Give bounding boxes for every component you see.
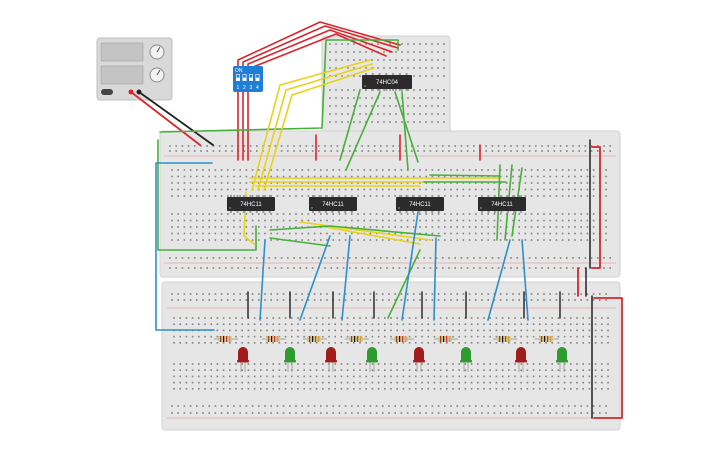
wire-green-b[interactable] bbox=[345, 91, 381, 171]
dip-number-2: 2 bbox=[243, 85, 246, 91]
wire-green-j[interactable] bbox=[269, 225, 331, 231]
breadboard-bottom[interactable] bbox=[161, 281, 621, 431]
wire-yellow-1[interactable] bbox=[251, 59, 371, 191]
resistor-5[interactable] bbox=[390, 336, 414, 342]
resistor-4[interactable] bbox=[345, 336, 369, 342]
wire-blue-4[interactable] bbox=[401, 211, 419, 321]
led-green-2[interactable] bbox=[284, 347, 296, 372]
ic-chip-1[interactable]: 74HC04 bbox=[362, 73, 412, 91]
wire-green-d[interactable] bbox=[401, 91, 409, 171]
dip-number-3: 3 bbox=[250, 85, 253, 91]
resistor-2[interactable] bbox=[262, 336, 286, 342]
led-red-5[interactable] bbox=[413, 347, 425, 372]
wire-blue-3[interactable] bbox=[341, 235, 351, 321]
ic-label: 74HC11 bbox=[409, 202, 431, 208]
ic-label: 74HC11 bbox=[491, 202, 513, 208]
ic-chip-2[interactable]: 74HC11 bbox=[227, 195, 275, 213]
led-green-6[interactable] bbox=[460, 347, 472, 372]
led-green-4[interactable] bbox=[366, 347, 378, 372]
wire-blue-2[interactable] bbox=[299, 235, 331, 321]
resistor-7[interactable] bbox=[493, 336, 517, 342]
resistor-3[interactable] bbox=[303, 336, 327, 342]
wire-black-psu[interactable] bbox=[138, 91, 214, 146]
led-red-7[interactable] bbox=[515, 347, 527, 372]
wire-blue-1[interactable] bbox=[259, 239, 266, 321]
wire-yellow-3[interactable] bbox=[263, 67, 375, 191]
wire-red-rail-bottom[interactable] bbox=[593, 297, 623, 419]
ic-label: 74HC04 bbox=[376, 80, 399, 86]
led-green-8[interactable] bbox=[556, 347, 568, 372]
dip-number-4: 4 bbox=[256, 85, 259, 91]
wire-green-c[interactable] bbox=[394, 91, 419, 163]
ic-chip-3[interactable]: 74HC11 bbox=[309, 195, 357, 213]
ic-chips[interactable]: 74HC04 74HC11 74HC11 74HC11 74HC11 bbox=[227, 73, 526, 213]
wire-green-l[interactable] bbox=[387, 249, 421, 319]
led-red-1[interactable] bbox=[237, 347, 249, 372]
ic-chip-4[interactable]: 74HC11 bbox=[396, 195, 444, 213]
wire-blue-7[interactable] bbox=[521, 239, 529, 321]
wire-red-rail-right[interactable] bbox=[591, 146, 601, 269]
wire-green-m[interactable] bbox=[269, 237, 331, 247]
wire-yellow-low-2[interactable] bbox=[319, 225, 421, 245]
wire-blue-6[interactable] bbox=[487, 239, 511, 321]
wire-blue-5[interactable] bbox=[433, 237, 437, 321]
wire-yellow-2[interactable] bbox=[257, 63, 373, 191]
wire-green-left-loop[interactable] bbox=[157, 139, 257, 251]
power-supply-icon[interactable] bbox=[96, 37, 173, 101]
resistor-8[interactable] bbox=[535, 336, 559, 342]
dip-number-1: 1 bbox=[237, 85, 240, 91]
wires[interactable] bbox=[130, 21, 623, 419]
ic-label: 74HC11 bbox=[240, 202, 262, 208]
ic-label: 74HC11 bbox=[322, 202, 344, 208]
wire-green-e[interactable] bbox=[429, 174, 501, 177]
wire-red-psu[interactable] bbox=[130, 91, 201, 146]
dip-on-label: ON bbox=[235, 68, 243, 74]
wire-green-k[interactable] bbox=[329, 225, 441, 237]
resistor-6[interactable] bbox=[434, 336, 458, 342]
wire-green-a[interactable] bbox=[339, 89, 361, 161]
ic-chip-5[interactable]: 74HC11 bbox=[478, 195, 526, 213]
wire-yellow-low-1[interactable] bbox=[299, 221, 431, 241]
led-red-3[interactable] bbox=[325, 347, 337, 372]
breadboard-holes bbox=[169, 43, 611, 414]
leds[interactable] bbox=[237, 347, 568, 372]
resistor-1[interactable] bbox=[214, 336, 238, 342]
resistors[interactable] bbox=[214, 336, 559, 342]
wire-blue-left[interactable] bbox=[155, 162, 215, 331]
power-rails bbox=[164, 155, 616, 419]
